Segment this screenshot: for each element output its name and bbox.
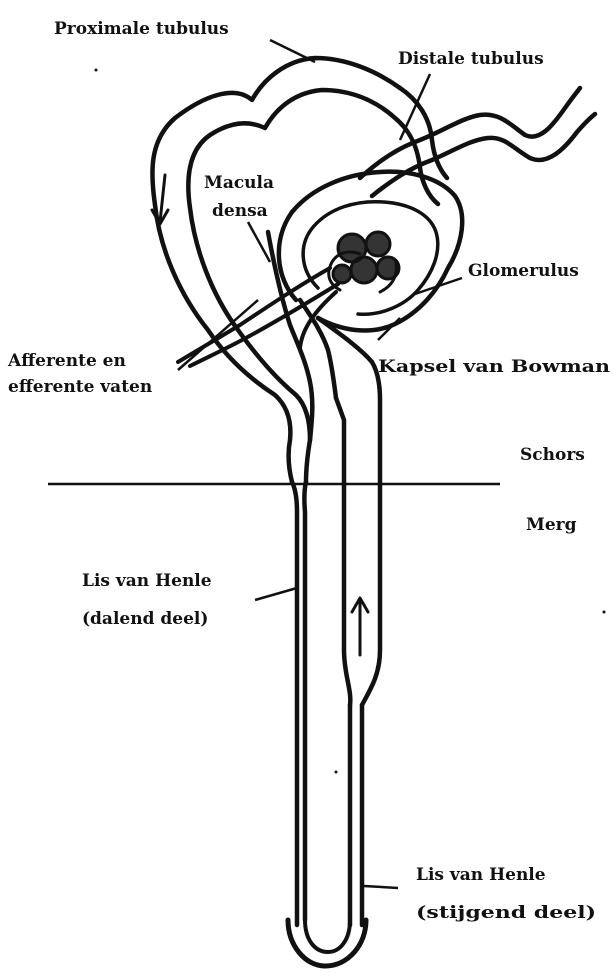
label-lis-stijgend-line2: (stijgend deel) xyxy=(416,903,596,923)
label-afferente-line1: Afferente en xyxy=(7,351,126,371)
label-lis-stijgend-line1: Lis van Henle xyxy=(416,865,546,885)
label-merg: Merg xyxy=(526,515,577,535)
speck xyxy=(603,611,606,614)
label-kapsel-van-bowman: Kapsel van Bowman xyxy=(378,357,610,377)
label-lis-dalend-line1: Lis van Henle xyxy=(82,571,212,591)
label-lis-dalend-line2: (dalend deel) xyxy=(82,609,208,629)
label-macula-densa-line2: densa xyxy=(212,201,268,221)
ascending-limb-inner-top xyxy=(336,398,350,705)
label-schors: Schors xyxy=(520,445,585,465)
ascending-flow-arrow xyxy=(352,598,368,655)
loop-turn-outer xyxy=(288,920,366,966)
descending-limb-left xyxy=(292,482,297,925)
ascending-limb-outer-top xyxy=(318,318,380,705)
distal-descending-inner xyxy=(300,300,336,398)
distal-tubule-upper xyxy=(360,88,580,178)
proximal-tubule-outer-wall xyxy=(152,58,447,482)
label-glomerulus: Glomerulus xyxy=(468,261,579,281)
speck xyxy=(95,69,98,72)
loop-turn-inner xyxy=(305,920,350,952)
speck xyxy=(335,771,338,774)
label-distale-tubulus: Distale tubulus xyxy=(398,49,544,69)
label-macula-densa-line1: Macula xyxy=(204,173,274,193)
descending-limb-right xyxy=(304,482,306,920)
label-afferente-line2: efferente vaten xyxy=(8,377,152,397)
label-proximale-tubulus: Proximale tubulus xyxy=(54,19,229,39)
